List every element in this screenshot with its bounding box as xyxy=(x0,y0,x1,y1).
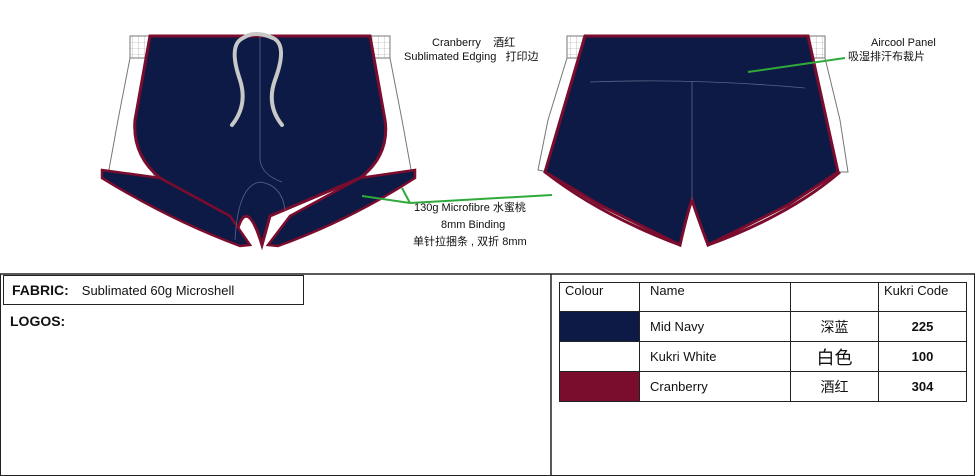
binding-callout-line xyxy=(361,187,553,204)
header-colour: Colour xyxy=(559,282,640,312)
back-shorts-view xyxy=(537,34,849,248)
logos-label: LOGOS: xyxy=(10,313,66,329)
colour-swatch xyxy=(559,371,640,402)
binding-annotation: 8mm Binding xyxy=(441,219,506,231)
drawstring xyxy=(230,36,284,127)
cranberry-label-cn: 酒红 xyxy=(493,37,516,49)
header-blank xyxy=(790,282,879,312)
colour-code: 304 xyxy=(878,371,967,402)
header-code: Kukri Code xyxy=(878,282,967,312)
front-shorts-view xyxy=(100,32,417,251)
table-row: Mid Navy 深蓝 225 xyxy=(559,311,967,342)
fabric-label: FABRIC: xyxy=(12,282,69,298)
colour-code: 100 xyxy=(878,341,967,372)
edging-label: Sublimated Edging xyxy=(404,51,497,63)
edging-label-cn: 打印边 xyxy=(505,51,539,63)
front-left-leg-hem xyxy=(100,168,253,248)
colour-name: Kukri White xyxy=(639,341,791,372)
colour-name-cn: 酒红 xyxy=(790,371,879,402)
microfibre-annotation: 130g Microfibre 水蜜桃 xyxy=(414,202,526,214)
table-row: Kukri White 白色 100 xyxy=(559,341,967,372)
fabric-spec: FABRIC: Sublimated 60g Microshell xyxy=(3,275,304,305)
front-right-leg-hem xyxy=(265,168,417,248)
colour-table: Colour Name Kukri Code Mid Navy 深蓝 225 K… xyxy=(559,282,967,402)
colour-table-header: Colour Name Kukri Code xyxy=(559,282,967,312)
header-name: Name xyxy=(639,282,791,312)
colour-name-cn: 白色 xyxy=(790,341,879,372)
callout-lines xyxy=(361,57,846,204)
binding-annotation-cn: 单针拉捆条 , 双折 8mm xyxy=(413,236,527,248)
aircool-callout-line xyxy=(747,57,846,73)
aircool-annotation-cn: 吸湿排汗布裁片 xyxy=(848,51,925,63)
fabric-value: Sublimated 60g Microshell xyxy=(81,282,235,298)
colour-name: Cranberry xyxy=(639,371,791,402)
colour-swatch xyxy=(559,311,640,342)
aircool-annotation: Aircool Panel xyxy=(871,37,936,49)
table-row: Cranberry 酒红 304 xyxy=(559,371,967,402)
colour-swatch xyxy=(559,341,640,372)
colour-code: 225 xyxy=(878,311,967,342)
edging-annotation: Sublimated Edging 打印边 xyxy=(404,50,539,64)
colour-name: Mid Navy xyxy=(639,311,791,342)
cranberry-label: Cranberry xyxy=(432,37,481,49)
colour-name-cn: 深蓝 xyxy=(790,311,879,342)
back-navy-body xyxy=(543,34,840,248)
cranberry-annotation: Cranberry 酒红 xyxy=(432,36,515,50)
